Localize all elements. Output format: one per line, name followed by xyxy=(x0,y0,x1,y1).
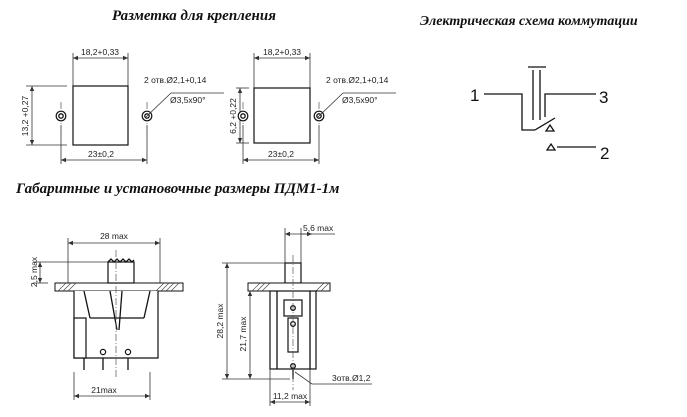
mounting-marking-left: 18,2+0,33 13,2 +0,27 2 отв.Ø2,1+0,14 Ø3,… xyxy=(20,47,224,164)
base-width-dimension: 11,2 max xyxy=(273,391,308,401)
front-view: 28 max 2,5 max xyxy=(29,231,184,400)
countersink-spec: Ø3,5х90° xyxy=(342,95,378,105)
cutout-rect-right xyxy=(253,87,311,144)
hole-pitch-dimension: 23±0,2 xyxy=(268,149,294,159)
rivet-icon xyxy=(124,348,132,356)
holes-spec: 2 отв.Ø2,1+0,14 xyxy=(144,75,207,85)
total-height-dimension: 28,2 max xyxy=(215,303,225,339)
width-dimension: 18,2+0,33 xyxy=(81,47,119,57)
cutout-rect-left xyxy=(72,85,129,146)
height-dimension: 13,2 +0,27 xyxy=(20,96,30,137)
terminal-1-label: 1 xyxy=(470,86,479,105)
terminal-2-label: 2 xyxy=(600,144,609,163)
front-width-bottom: 21max xyxy=(91,385,117,395)
body-height-dimension: 21,7 max xyxy=(238,316,248,352)
side-view: 5,6 max 28,2 max 21,7 max 3отв.Ø1,2 xyxy=(215,223,372,406)
front-height-top: 2,5 max xyxy=(29,256,39,287)
rivet-icon xyxy=(99,348,107,356)
terminal-3-label: 3 xyxy=(599,88,608,107)
switching-schematic: 1 3 2 xyxy=(470,66,609,163)
contact-triangle-icon xyxy=(544,123,556,132)
pins-spec: 3отв.Ø1,2 xyxy=(332,373,371,383)
height-dimension: 6,2 +0,22 xyxy=(228,98,238,134)
hole-pitch-dimension: 23±0,2 xyxy=(88,149,114,159)
holes-spec: 2 отв.Ø2,1+0,14 xyxy=(326,75,389,85)
contact-triangle-icon xyxy=(545,142,557,151)
schematic-title: Электрическая схема коммутации xyxy=(420,14,638,29)
countersink-spec: Ø3,5х90° xyxy=(170,95,206,105)
mounting-hole-icon xyxy=(237,110,249,122)
dimensions-title: Габаритные и установочные размеры ПДМ1-1… xyxy=(16,181,340,197)
stem-width-dimension: 5,6 max xyxy=(303,223,334,233)
mounting-marking-title: Разметка для крепления xyxy=(112,8,276,24)
front-width-top: 28 max xyxy=(100,231,129,241)
mounting-marking-right: 18,2+0,33 6,2 +0,22 2 отв.Ø2,1+0,14 Ø3,5… xyxy=(228,47,396,164)
width-dimension: 18,2+0,33 xyxy=(263,47,301,57)
mounting-hole-icon xyxy=(55,110,67,122)
